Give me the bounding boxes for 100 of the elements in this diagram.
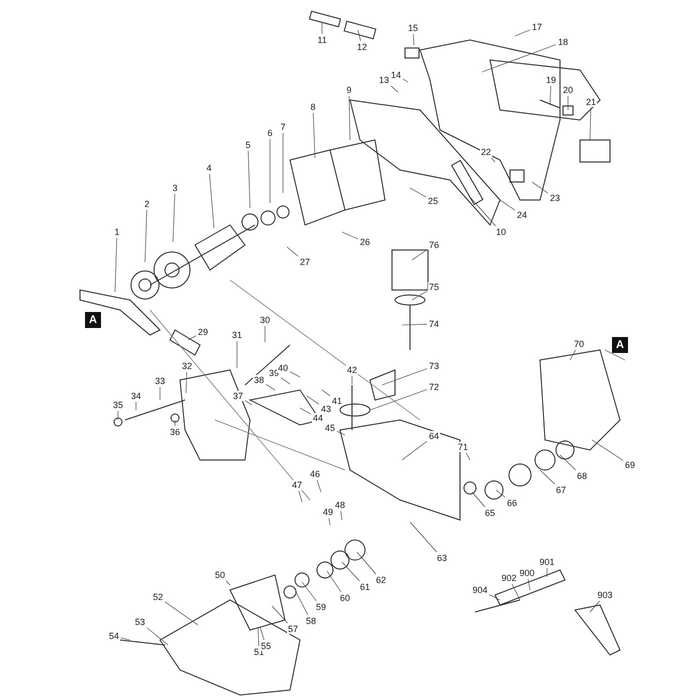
leader-line [472, 492, 486, 508]
leader-line [272, 606, 288, 624]
callout-number: 12 [356, 42, 368, 52]
leader-line [172, 194, 176, 242]
leader-line [244, 400, 252, 406]
leader-line [390, 86, 398, 92]
leader-line [266, 384, 276, 390]
leader-line [358, 30, 361, 42]
leader-line [186, 372, 188, 394]
callout-number: 32 [181, 361, 194, 371]
leader-line [322, 390, 330, 396]
leader-line [114, 238, 118, 292]
callout-number: 30 [259, 315, 272, 325]
leader-line [258, 626, 260, 646]
leader-line [144, 210, 148, 262]
callout-number: 76 [428, 240, 440, 250]
leader-line [550, 86, 552, 106]
callout-number: 52 [152, 592, 164, 602]
callout-number: 63 [436, 553, 448, 563]
leader-line [316, 480, 322, 492]
callout-number: 31 [231, 330, 244, 340]
leader-line [500, 200, 516, 210]
callout-number: 20 [562, 85, 574, 95]
callout-number: 23 [549, 193, 562, 203]
callout-number: 68 [576, 471, 588, 481]
leader-line [120, 638, 130, 640]
leader-line [546, 568, 548, 578]
leader-line [540, 470, 555, 484]
leader-line [590, 600, 600, 612]
callout-number: 2 [144, 199, 151, 209]
leader-line [296, 592, 308, 616]
callout-number: 902 [500, 573, 518, 583]
leader-line [188, 335, 196, 340]
leader-line [342, 562, 360, 582]
callout-number: 61 [359, 582, 372, 592]
callout-number: 44 [312, 413, 324, 423]
callout-number: 62 [375, 575, 388, 585]
callout-number: 34 [130, 391, 142, 401]
callout-number: 70 [573, 339, 586, 349]
callout-number: 5 [244, 140, 252, 150]
callout-number: 21 [585, 97, 598, 107]
callout-number: 27 [299, 257, 312, 267]
callout-number: 58 [305, 616, 318, 626]
leader-line [282, 132, 284, 194]
leader-line [402, 324, 428, 326]
callout-number: 73 [428, 361, 440, 371]
callout-number: 903 [596, 590, 614, 600]
leader-line [489, 594, 500, 600]
leader-line [402, 441, 428, 460]
leader-line [592, 440, 624, 461]
leader-line [413, 34, 414, 46]
leader-line [312, 112, 316, 158]
leader-line [236, 340, 238, 368]
callout-number: 25 [427, 196, 440, 206]
callout-number: 48 [334, 500, 346, 510]
leader-line [306, 396, 320, 404]
callout-number: 36 [169, 427, 182, 437]
callout-number: 45 [324, 423, 336, 433]
callout-number: 64 [428, 431, 440, 441]
callout-number: 11 [316, 35, 328, 45]
reference-marker: A [612, 337, 628, 353]
callout-number: 14 [390, 70, 402, 80]
callout-number: 41 [331, 396, 344, 406]
leader-line [264, 326, 266, 342]
callout-number: 46 [309, 469, 322, 479]
callout-number: 900 [518, 568, 536, 578]
callout-number: 7 [280, 122, 287, 132]
leader-line [302, 582, 317, 602]
callout-number: 53 [134, 617, 146, 627]
callout-number: 50 [214, 570, 226, 580]
leader-line [382, 368, 428, 386]
leader-line [348, 96, 350, 140]
callout-number: 57 [287, 624, 300, 634]
leader-line [280, 378, 290, 384]
callout-number: 43 [320, 404, 332, 414]
callout-number: 49 [322, 507, 334, 517]
leader-line [370, 389, 428, 410]
callout-number: 38 [253, 375, 266, 385]
callout-number: 1 [114, 227, 121, 237]
leader-line [412, 290, 428, 300]
leader-line [491, 158, 496, 162]
leader-line [174, 420, 176, 426]
callout-number: 9 [346, 85, 353, 95]
leader-line [328, 518, 330, 526]
leader-line [290, 371, 300, 378]
callout-number: 26 [359, 237, 372, 247]
callout-number: 72 [428, 382, 440, 392]
callout-number: 37 [232, 391, 244, 401]
callout-number: 3 [172, 183, 179, 193]
leader-line [496, 490, 506, 498]
leader-line [410, 522, 437, 552]
callout-number: 901 [538, 557, 556, 567]
callout-number: 40 [277, 363, 290, 373]
callout-number: 19 [545, 75, 558, 85]
leader-line [226, 580, 230, 586]
callout-number: 29 [197, 327, 210, 337]
callout-number: 71 [457, 442, 470, 452]
leader-line [560, 454, 576, 470]
callout-number: 74 [428, 319, 440, 329]
callout-number: 904 [472, 585, 489, 595]
